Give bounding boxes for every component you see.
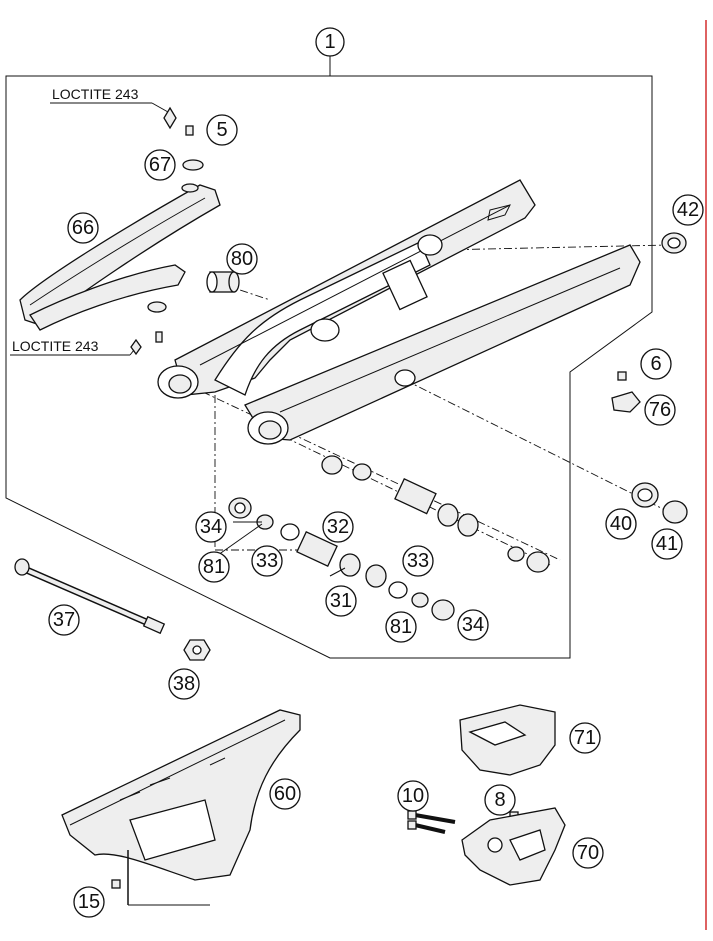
svg-text:38: 38	[173, 673, 195, 695]
svg-text:34: 34	[462, 614, 484, 636]
washer-67	[182, 159, 204, 171]
svg-text:1: 1	[324, 31, 335, 53]
bearing-ring-a	[321, 455, 343, 475]
svg-text:80: 80	[231, 248, 253, 270]
loctite-drop-top	[163, 106, 177, 130]
swingarm	[157, 179, 641, 445]
seal-right	[526, 551, 550, 573]
callout-34-left: 34	[195, 511, 227, 543]
callout-60: 60	[269, 778, 301, 810]
callout-40: 40	[605, 508, 637, 540]
svg-text:33: 33	[407, 550, 429, 572]
callout-5: 5	[206, 114, 238, 146]
screw-6	[617, 371, 627, 381]
callout-34-right: 34	[457, 609, 489, 641]
needle-bearing-31b	[365, 564, 387, 588]
washer-33-left	[280, 523, 300, 541]
chain-guide-71	[459, 704, 556, 776]
loctite-note-top: LOCTITE 243	[52, 86, 139, 102]
chain-guard-60	[61, 709, 301, 906]
svg-text:6: 6	[650, 353, 661, 375]
assembly-frame	[5, 56, 653, 659]
callout-76: 76	[644, 394, 676, 426]
chain-slider	[19, 184, 221, 331]
svg-text:81: 81	[203, 556, 225, 578]
washer-bottom	[147, 301, 167, 313]
svg-text:34: 34	[200, 516, 222, 538]
chain-guide-70	[461, 807, 566, 886]
cap-41	[662, 500, 688, 524]
spacer-tube-right	[394, 477, 437, 515]
spacer-32	[296, 530, 338, 568]
callout-33-right: 33	[402, 545, 434, 577]
needle-bearing-r1	[437, 503, 459, 527]
axle-37	[14, 558, 166, 635]
loctite-note-bottom: LOCTITE 243	[12, 338, 99, 354]
svg-text:40: 40	[610, 513, 632, 535]
callout-38: 38	[168, 668, 200, 700]
svg-text:70: 70	[577, 842, 599, 864]
callout-10: 10	[397, 780, 429, 812]
callout-32: 32	[322, 511, 354, 543]
callout-1: 1	[315, 27, 345, 57]
screw-bottom	[155, 331, 163, 343]
callout-80: 80	[226, 243, 258, 275]
svg-text:41: 41	[656, 533, 678, 555]
screw-5	[185, 125, 194, 136]
svg-text:42: 42	[677, 199, 699, 221]
ring-right-a	[507, 546, 525, 562]
svg-text:67: 67	[149, 154, 171, 176]
svg-text:76: 76	[649, 399, 671, 421]
centerline-2	[187, 384, 561, 561]
svg-text:33: 33	[256, 550, 278, 572]
callout-6: 6	[640, 348, 672, 380]
bearing-ring-b	[352, 463, 372, 481]
callout-67: 67	[144, 149, 176, 181]
svg-text:31: 31	[330, 590, 352, 612]
callout-81-right: 81	[385, 611, 417, 643]
centerline-4	[404, 379, 666, 511]
svg-text:15: 15	[78, 891, 100, 913]
screw-15	[111, 879, 121, 889]
callout-66: 66	[67, 212, 99, 244]
svg-text:37: 37	[53, 609, 75, 631]
slider-screw-hole	[181, 183, 199, 193]
svg-text:5: 5	[216, 119, 227, 141]
svg-text:32: 32	[327, 516, 349, 538]
callout-42: 42	[672, 194, 704, 226]
seal-34-right	[431, 599, 455, 621]
bushing-80	[206, 271, 240, 293]
callout-81-left: 81	[198, 551, 230, 583]
svg-text:81: 81	[390, 616, 412, 638]
callout-37: 37	[48, 604, 80, 636]
callout-8: 8	[484, 784, 516, 816]
callout-41: 41	[651, 528, 683, 560]
needle-bearing-31a	[339, 553, 361, 577]
callout-31: 31	[325, 585, 357, 617]
svg-text:60: 60	[274, 783, 296, 805]
clamp-76	[611, 391, 641, 413]
svg-text:8: 8	[494, 789, 505, 811]
svg-text:10: 10	[402, 785, 424, 807]
callout-70: 70	[572, 837, 604, 869]
callout-15: 15	[73, 886, 105, 918]
callout-71: 71	[569, 722, 601, 754]
svg-text:71: 71	[574, 727, 596, 749]
bolts-10	[407, 810, 456, 834]
svg-text:66: 66	[72, 217, 94, 239]
needle-bearing-r2	[457, 513, 479, 537]
ring-81-right	[411, 592, 429, 608]
centerline-5	[439, 244, 669, 251]
callout-33-left: 33	[251, 545, 283, 577]
washer-33-right	[388, 581, 408, 599]
